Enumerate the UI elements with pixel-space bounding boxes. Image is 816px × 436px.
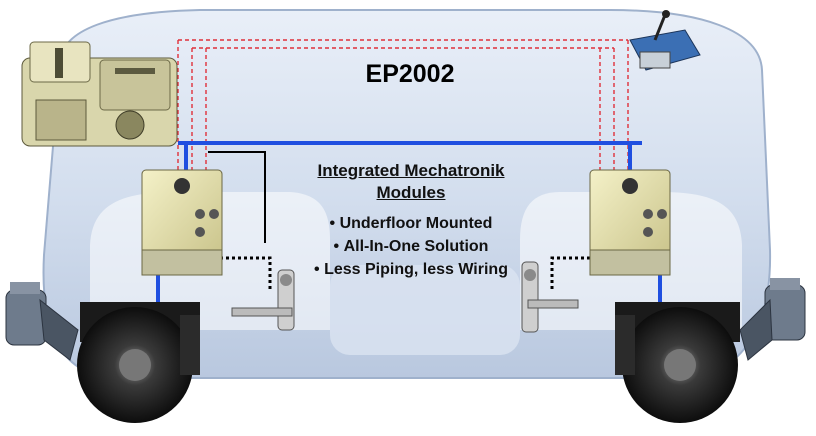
modules-heading: Integrated Mechatronik Modules	[276, 160, 546, 204]
brake-actuator-right	[739, 278, 806, 361]
brake-actuator-left	[5, 282, 79, 361]
bullet-item: Less Piping, less Wiring	[276, 258, 546, 281]
bogie-wheel-left	[77, 302, 200, 423]
bullet-item: All-In-One Solution	[276, 235, 546, 258]
diagram-title: EP2002	[365, 60, 455, 88]
modules-heading-line1: Integrated Mechatronik	[317, 161, 505, 180]
gateway-valve-module-left	[141, 169, 223, 276]
control-wiring	[208, 151, 266, 243]
brake-compressor-unit	[21, 41, 178, 147]
bullet-item: Underfloor Mounted	[276, 212, 546, 235]
gateway-valve-module-right	[589, 169, 671, 276]
dotted-wiring	[220, 256, 602, 290]
modules-heading-line2: Modules	[376, 183, 446, 202]
modules-bullet-list: Underfloor Mounted All-In-One Solution L…	[276, 212, 546, 281]
brake-handle-controller	[629, 10, 701, 71]
bogie-wheel-right	[615, 302, 740, 423]
air-pipe-network	[177, 39, 629, 170]
